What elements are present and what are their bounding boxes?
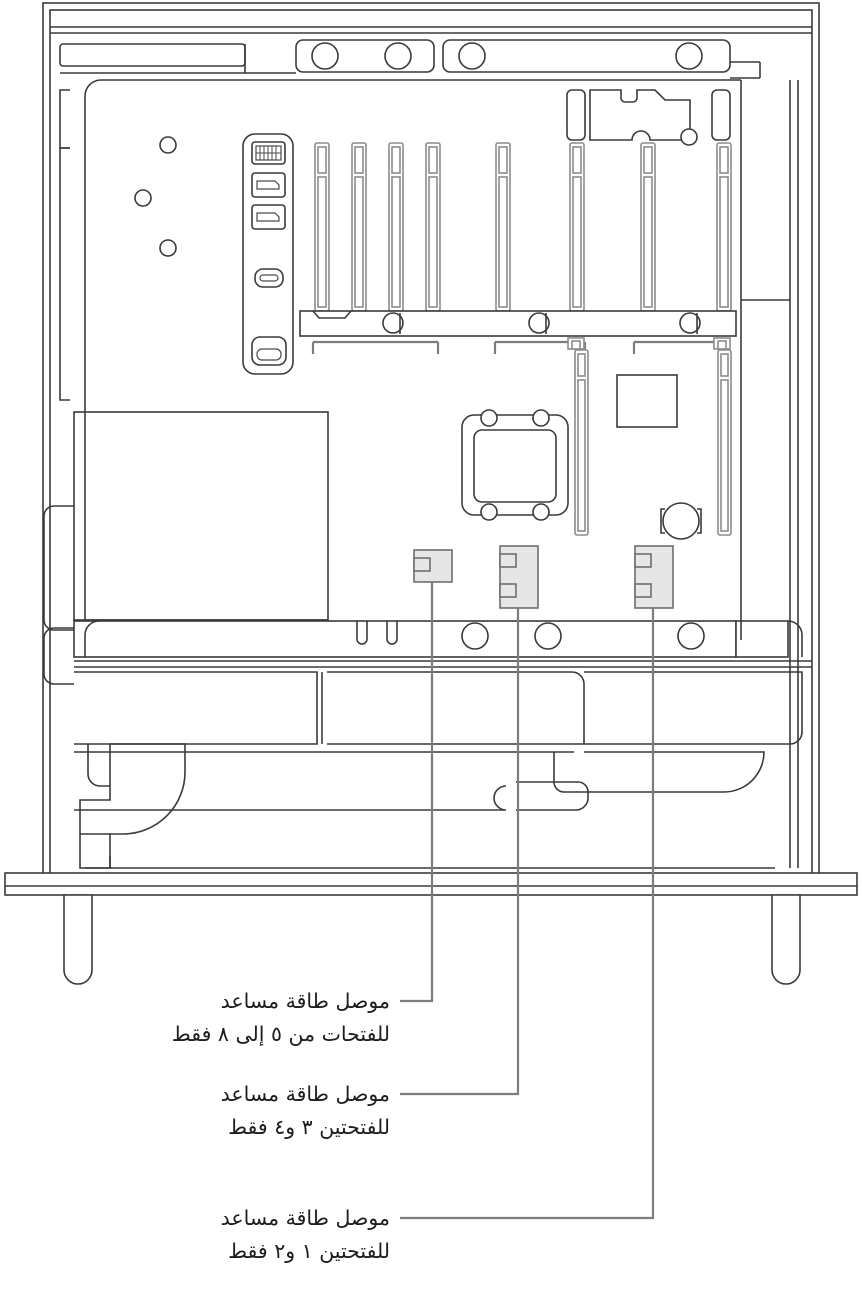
pcie-slot-5: [495, 142, 511, 312]
io-port-cluster: [242, 133, 294, 375]
lower-left-duct: [79, 743, 186, 869]
pcie-slot-3: [388, 142, 404, 312]
pcie-slot-4: [425, 142, 441, 312]
connector-left: [413, 549, 453, 583]
slot-retention-bar: [299, 310, 737, 337]
coin-battery: [660, 502, 702, 540]
pcie-slots: [314, 142, 732, 312]
lower-compartments: [74, 671, 803, 869]
callout-leader-lines: [400, 582, 655, 1220]
top-vent-rail: [59, 39, 761, 79]
leader-line-slots-3-4: [400, 608, 520, 1096]
cpu-socket-mount: [461, 409, 569, 521]
right-inner-frame: [740, 80, 799, 868]
ram-slots: [574, 349, 732, 536]
connector-middle: [499, 545, 539, 609]
bracket-group-right: [632, 337, 731, 354]
pcie-slot-2: [351, 142, 367, 312]
connector-right: [634, 545, 674, 609]
chip-square: [616, 374, 678, 428]
bracket-group-middle: [493, 337, 587, 354]
pcie-slot-6: [569, 142, 585, 312]
bracket-group-left: [311, 340, 440, 354]
screw-holes: [134, 136, 177, 257]
aux-power-connectors: [413, 545, 674, 609]
bottom-vent-rail: [73, 620, 812, 668]
pcie-slot-8: [716, 142, 732, 312]
pcie-slot-1: [314, 142, 330, 312]
logic-board-panel: [59, 79, 742, 640]
leader-line-slots-5-8: [400, 582, 434, 1003]
top-module: [566, 89, 731, 146]
power-supply-block: [43, 411, 329, 685]
leader-line-slots-1-2: [400, 608, 655, 1220]
pcie-slot-7: [640, 142, 656, 312]
